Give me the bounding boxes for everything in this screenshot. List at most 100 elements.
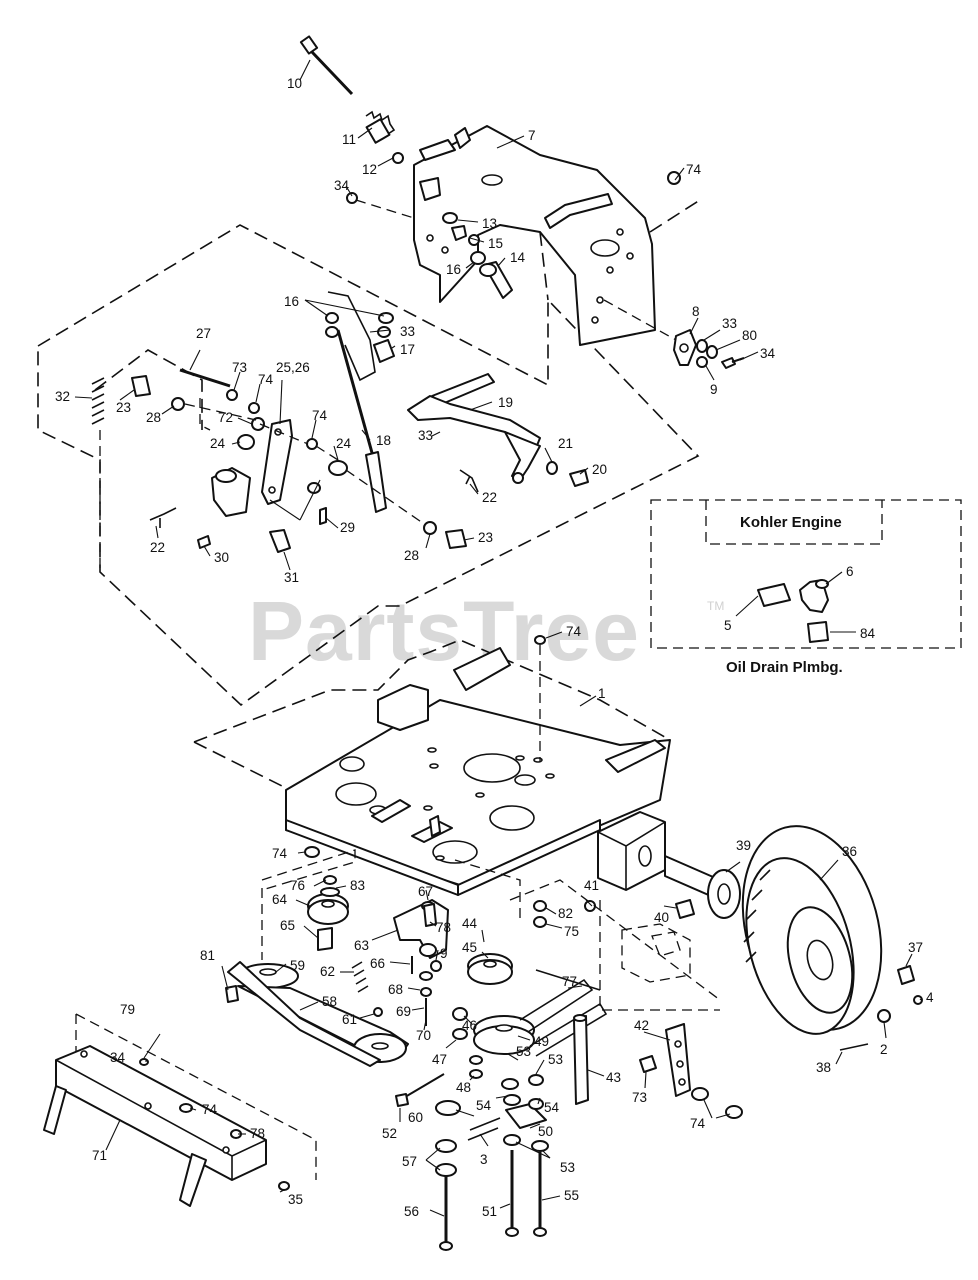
left-linkage bbox=[91, 368, 431, 529]
label-33-mid: 33 bbox=[400, 324, 415, 339]
label-52: 52 bbox=[382, 1126, 397, 1141]
label-74-left: 74 bbox=[258, 372, 274, 387]
label-33-right: 33 bbox=[722, 316, 737, 331]
inset-title: Kohler Engine bbox=[740, 514, 842, 531]
label-28-left: 28 bbox=[146, 410, 161, 425]
label-69: 69 bbox=[396, 1004, 411, 1019]
label-74-bracket: 74 bbox=[202, 1102, 218, 1117]
lower-idler bbox=[395, 1007, 589, 1251]
label-23-right: 23 bbox=[478, 530, 493, 545]
nut-74-top bbox=[667, 171, 681, 185]
label-1: 1 bbox=[598, 686, 606, 701]
label-5: 5 bbox=[724, 618, 732, 633]
label-71: 71 bbox=[92, 1148, 107, 1163]
lever-19 bbox=[407, 373, 541, 484]
label-6: 6 bbox=[846, 564, 854, 579]
linkage-panel bbox=[37, 224, 700, 707]
label-72: 72 bbox=[218, 410, 233, 425]
label-19: 19 bbox=[498, 395, 513, 410]
label-11: 11 bbox=[342, 132, 356, 147]
label-49: 49 bbox=[534, 1034, 549, 1049]
label-28-right: 28 bbox=[404, 548, 419, 563]
label-74-lower: 74 bbox=[690, 1116, 706, 1131]
hydro-pump-ghost bbox=[621, 923, 691, 983]
label-34-right: 34 bbox=[760, 346, 776, 361]
label-77: 77 bbox=[562, 974, 577, 989]
bolt-20 bbox=[546, 461, 589, 487]
axle-housing bbox=[533, 811, 741, 1011]
label-58: 58 bbox=[322, 994, 337, 1009]
label-14: 14 bbox=[510, 250, 526, 265]
label-27: 27 bbox=[196, 326, 211, 341]
rod-10 bbox=[299, 35, 404, 164]
label-62: 62 bbox=[320, 964, 335, 979]
label-42: 42 bbox=[634, 1018, 649, 1033]
label-24-left: 24 bbox=[210, 436, 226, 451]
label-82: 82 bbox=[558, 906, 573, 921]
label-15: 15 bbox=[488, 236, 503, 251]
label-65: 65 bbox=[280, 918, 295, 933]
label-75: 75 bbox=[564, 924, 579, 939]
label-53-lower: 53 bbox=[560, 1160, 575, 1175]
watermark-text: PartsTree bbox=[248, 584, 640, 678]
label-12: 12 bbox=[362, 162, 377, 177]
label-7: 7 bbox=[528, 128, 536, 143]
label-9-right: 9 bbox=[710, 382, 718, 397]
label-81: 81 bbox=[200, 948, 215, 963]
label-74-under: 74 bbox=[272, 846, 288, 861]
label-30: 30 bbox=[214, 550, 229, 565]
label-59: 59 bbox=[290, 958, 305, 973]
label-74-mid: 74 bbox=[312, 408, 328, 423]
label-83: 83 bbox=[350, 878, 365, 893]
label-60: 60 bbox=[408, 1110, 423, 1125]
label-80: 80 bbox=[742, 328, 757, 343]
label-18: 18 bbox=[376, 433, 391, 448]
label-63: 63 bbox=[354, 938, 369, 953]
label-74-top: 74 bbox=[686, 162, 702, 177]
label-56: 56 bbox=[404, 1204, 419, 1219]
label-21: 21 bbox=[558, 436, 573, 451]
inset-box: Kohler Engine Oil Drain Plmbg. bbox=[650, 499, 962, 676]
lower-panel-parts bbox=[149, 507, 467, 553]
label-23-left: 23 bbox=[116, 400, 131, 415]
nut-74-mid bbox=[304, 635, 546, 858]
rear-bracket bbox=[43, 1013, 317, 1207]
label-57: 57 bbox=[402, 1154, 417, 1169]
label-53-upper: 53 bbox=[516, 1044, 531, 1059]
label-25-26: 25,26 bbox=[276, 360, 310, 375]
label-10: 10 bbox=[287, 76, 302, 91]
label-66: 66 bbox=[370, 956, 385, 971]
label-8: 8 bbox=[692, 304, 700, 319]
label-34-lower: 34 bbox=[110, 1050, 126, 1065]
cotter-22-right bbox=[459, 469, 479, 493]
label-45: 45 bbox=[462, 940, 477, 955]
label-38: 38 bbox=[816, 1060, 831, 1075]
part-labels: 10 11 12 7 34 13 15 16 14 74 8 33 80 34 … bbox=[55, 76, 934, 1219]
label-47: 47 bbox=[432, 1052, 447, 1067]
label-67: 67 bbox=[418, 884, 433, 899]
label-61: 61 bbox=[342, 1012, 357, 1027]
wheel-36 bbox=[741, 825, 923, 1051]
label-40: 40 bbox=[654, 910, 669, 925]
label-39: 39 bbox=[736, 838, 751, 853]
label-9-left: 9 bbox=[440, 946, 448, 961]
pulleys-belts bbox=[227, 875, 608, 1067]
watermark-tm: TM bbox=[707, 599, 724, 613]
label-50: 50 bbox=[538, 1124, 553, 1139]
label-35: 35 bbox=[288, 1192, 303, 1207]
label-79: 79 bbox=[120, 1002, 135, 1017]
label-73-lower: 73 bbox=[632, 1090, 647, 1105]
label-53-mid: 53 bbox=[548, 1052, 563, 1067]
label-24-right: 24 bbox=[336, 436, 352, 451]
label-32: 32 bbox=[55, 389, 70, 404]
label-29: 29 bbox=[340, 520, 355, 535]
label-4: 4 bbox=[926, 990, 934, 1005]
label-76: 76 bbox=[290, 878, 305, 893]
label-78-upper: 78 bbox=[436, 920, 451, 935]
label-73-left: 73 bbox=[232, 360, 247, 375]
label-17: 17 bbox=[400, 342, 415, 357]
label-44: 44 bbox=[462, 916, 478, 931]
leader-lines bbox=[74, 59, 923, 1217]
label-22-left: 22 bbox=[150, 540, 165, 555]
